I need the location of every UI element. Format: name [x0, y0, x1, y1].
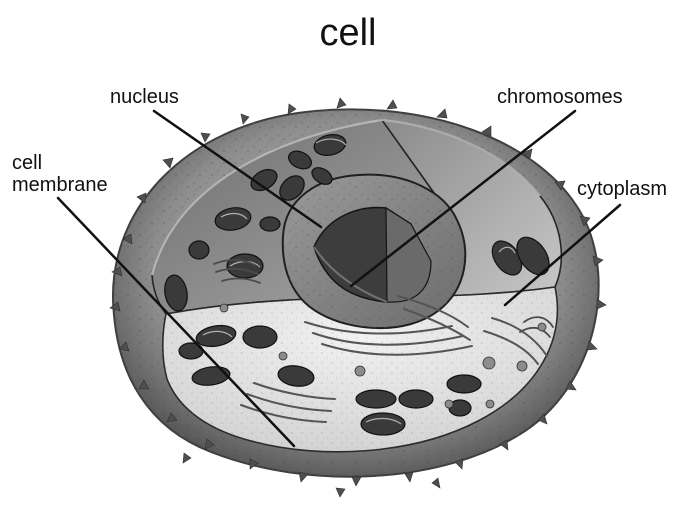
nucleus — [283, 175, 465, 328]
